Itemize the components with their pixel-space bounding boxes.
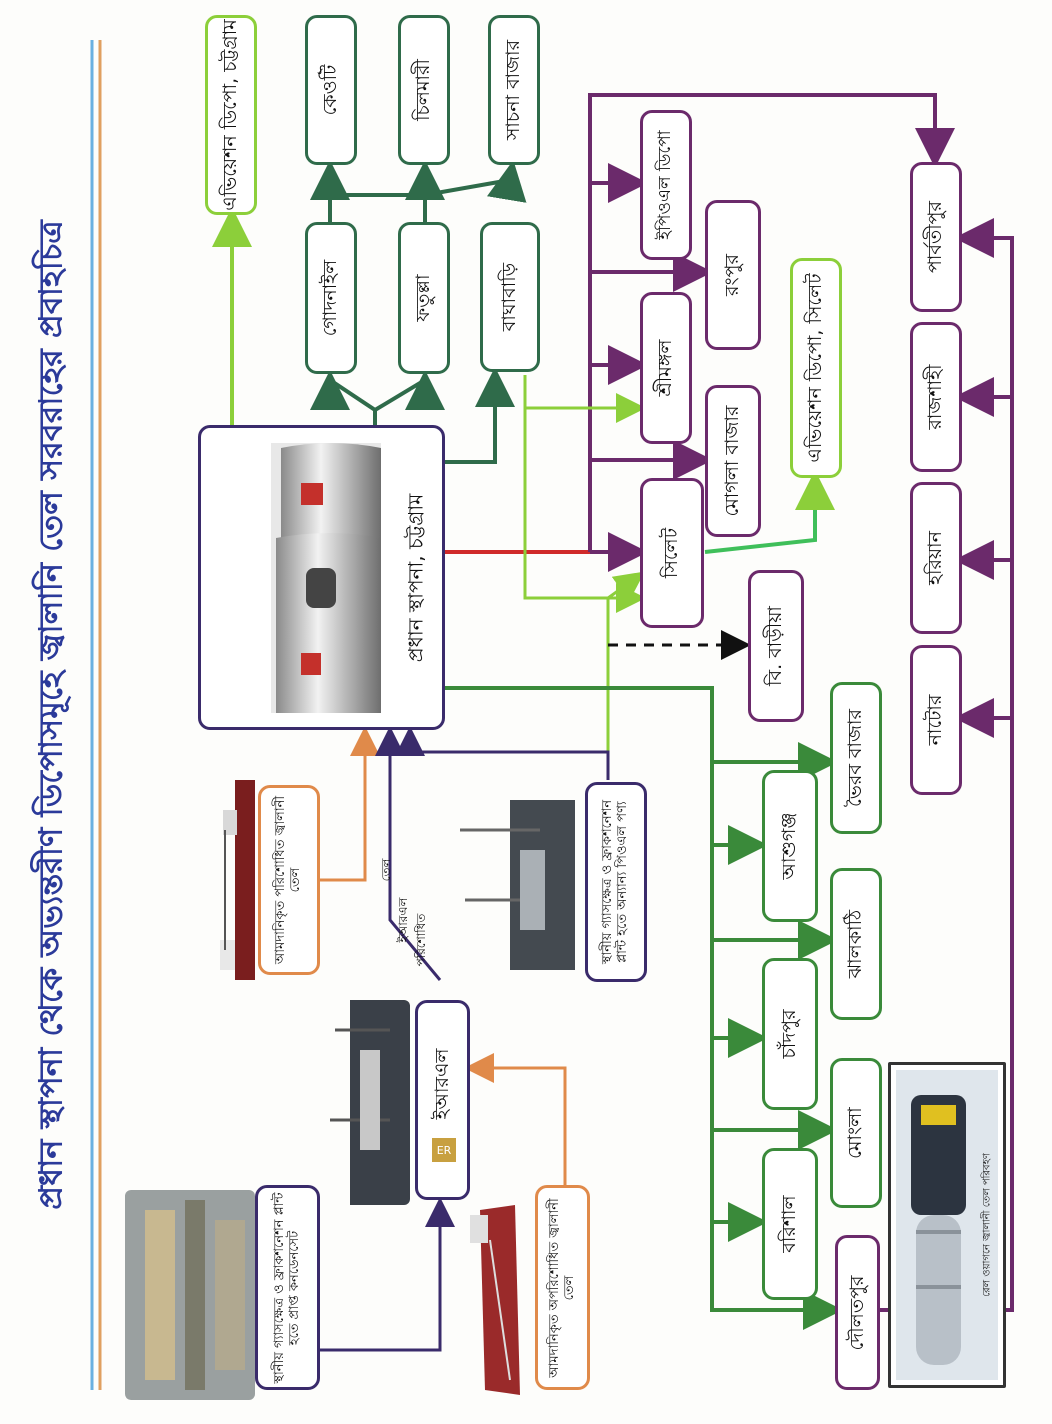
node-golnaihil[interactable]: গোদনাইল [305,222,357,374]
page-title: প্রধান স্থাপনা থেকে অভ্যন্তরীণ ডিপোসমূহে… [28,40,74,1390]
node-mongla[interactable]: মোংলা [830,1058,882,1208]
node-label: রাজশাহী [924,364,947,430]
node-label: বরিশাল [778,1195,801,1253]
rail-wagon-photo: রেল ওয়াগনে জ্বালানী তেল পরিবহণ [888,1062,1006,1388]
rail-wagon-illustration [896,1070,998,1380]
node-label: ইআরএল [430,1048,453,1121]
node-label: আশুগঞ্জ [778,812,801,880]
node-label: এভিয়েশন ডিপো, সিলেট [804,273,827,463]
node-label: শ্রীমঙ্গল [654,339,677,397]
erl-refined-oil-label: তেল ইআরএল পরিশোধিত [372,820,432,970]
node-label: পার্বতীপুর [924,200,947,274]
node-label: চিলমারী [412,59,435,121]
node-label: ফতুল্লা [412,274,435,322]
node-sylhet[interactable]: সিলেট [640,478,704,628]
erl-logo: ER [432,1138,456,1162]
node-label: বাঘাবাড়ি [498,262,521,332]
node-label: হরিয়ান [924,531,947,585]
node-label: স্থানীয় গ্যাসক্ষেত্র ও ফ্রাকশনেশন প্লান… [600,799,630,965]
node-bhairab-bazar[interactable]: ভৈরব বাজার [830,682,882,834]
node-natore[interactable]: নাটোর [910,645,962,795]
node-jhalokati[interactable]: ঝালকাঠি [830,868,882,1020]
node-label: ইপিওএল ডিপো [655,130,676,240]
storage-tanks-illustration [271,443,381,713]
source-local-condensate[interactable]: স্থানীয় গ্যাসক্ষেত্র ও ফ্রাকশনেশন প্লান… [255,1185,320,1390]
node-rajshahi[interactable]: রাজশাহী [910,322,962,472]
node-sachna[interactable]: সাচনা বাজার [488,15,540,165]
node-ashuganj[interactable]: আশুগঞ্জ [762,770,818,922]
node-bbaria[interactable]: বি. বাড়ীয়া [748,570,804,722]
node-label: সাচনা বাজার [502,39,525,141]
node-keoti[interactable]: কেওটি [305,15,357,165]
node-label: মোগলা বাজার [721,405,744,517]
wagon-caption: রেল ওয়াগনে জ্বালানী তেল পরিবহণ [981,1153,993,1297]
node-label: আমদানিকৃত পরিশোধিত জ্বালানী তেল [273,795,303,965]
refined-word-text: পরিশোধিত [414,913,429,967]
node-aviation-sylhet[interactable]: এভিয়েশন ডিপো, সিলেট [790,258,842,478]
source-local-products[interactable]: স্থানীয় গ্যাসক্ষেত্র ও ফ্রাকশনেশন প্লান… [585,782,647,982]
gasfield-plant-photo [125,1190,255,1400]
node-fatulla[interactable]: ফতুল্লা [398,222,450,374]
node-srimangal[interactable]: শ্রীমঙ্গল [640,292,692,444]
node-daulatpur[interactable]: দৌলতপুর [835,1235,880,1390]
source-imported-crude[interactable]: আমদানিকৃত অপরিশোধিত জ্বালানী তেল [535,1185,590,1390]
node-label: আমদানিকৃত অপরিশোধিত জ্বালানী তেল [546,1197,577,1378]
node-label: কেওটি [319,64,342,116]
tanker-ship-photo [220,780,255,980]
node-label: দৌলতপুর [845,1275,868,1350]
node-label: বি. বাড়ীয়া [764,606,787,686]
node-label: রংপুর [721,254,744,296]
node-label: মোংলা [844,1107,867,1159]
main-installation-label: প্রধান স্থাপনা, চট্টগ্রাম [403,493,428,662]
node-label: চাঁদপুর [778,1009,801,1059]
refined-oil-text: তেল [379,858,394,882]
node-label: সিলেট [660,527,683,579]
source-imported-refined[interactable]: আমদানিকৃত পরিশোধিত জ্বালানী তেল [258,785,320,975]
node-label: ঝালকাঠি [844,909,867,979]
erl-refined-text: ইআরএল [396,897,411,943]
node-baghabari[interactable]: বাঘাবাড়ি [480,222,540,372]
crude-tanker-photo [470,1205,520,1395]
node-label: নাটোর [924,694,947,746]
page-title-text: প্রধান স্থাপনা থেকে অভ্যন্তরীণ ডিপোসমূহে… [31,220,70,1210]
main-installation[interactable]: প্রধান স্থাপনা, চট্টগ্রাম [198,425,445,730]
node-label: গোদনাইল [319,259,342,337]
node-chandpur[interactable]: চাঁদপুর [762,958,818,1110]
node-barishal[interactable]: বরিশাল [762,1148,818,1300]
node-aviation-ctg[interactable]: এভিয়েশন ডিপো, চট্টগ্রাম [205,15,257,215]
node-parbatipur[interactable]: পার্বতীপুর [910,162,962,312]
node-ipol-depot[interactable]: ইপিওএল ডিপো [640,110,692,260]
node-mogla-bazar[interactable]: মোগলা বাজার [705,385,761,537]
node-label: স্থানীয় গ্যাসক্ষেত্র ও ফ্রাকশনেশন প্লান… [271,1191,302,1384]
node-label: ভৈরব বাজার [844,709,867,807]
node-chilmari[interactable]: চিলমারী [398,15,450,165]
node-label: এভিয়েশন ডিপো, চট্টগ্রাম [219,19,242,211]
fractionation-plant-photo [460,800,575,970]
node-haripur[interactable]: হরিয়ান [910,482,962,634]
erl-refinery-photo [330,1000,410,1205]
node-rangpur[interactable]: রংপুর [705,200,761,350]
node-erl[interactable]: ER ইআরএল [415,1000,470,1200]
